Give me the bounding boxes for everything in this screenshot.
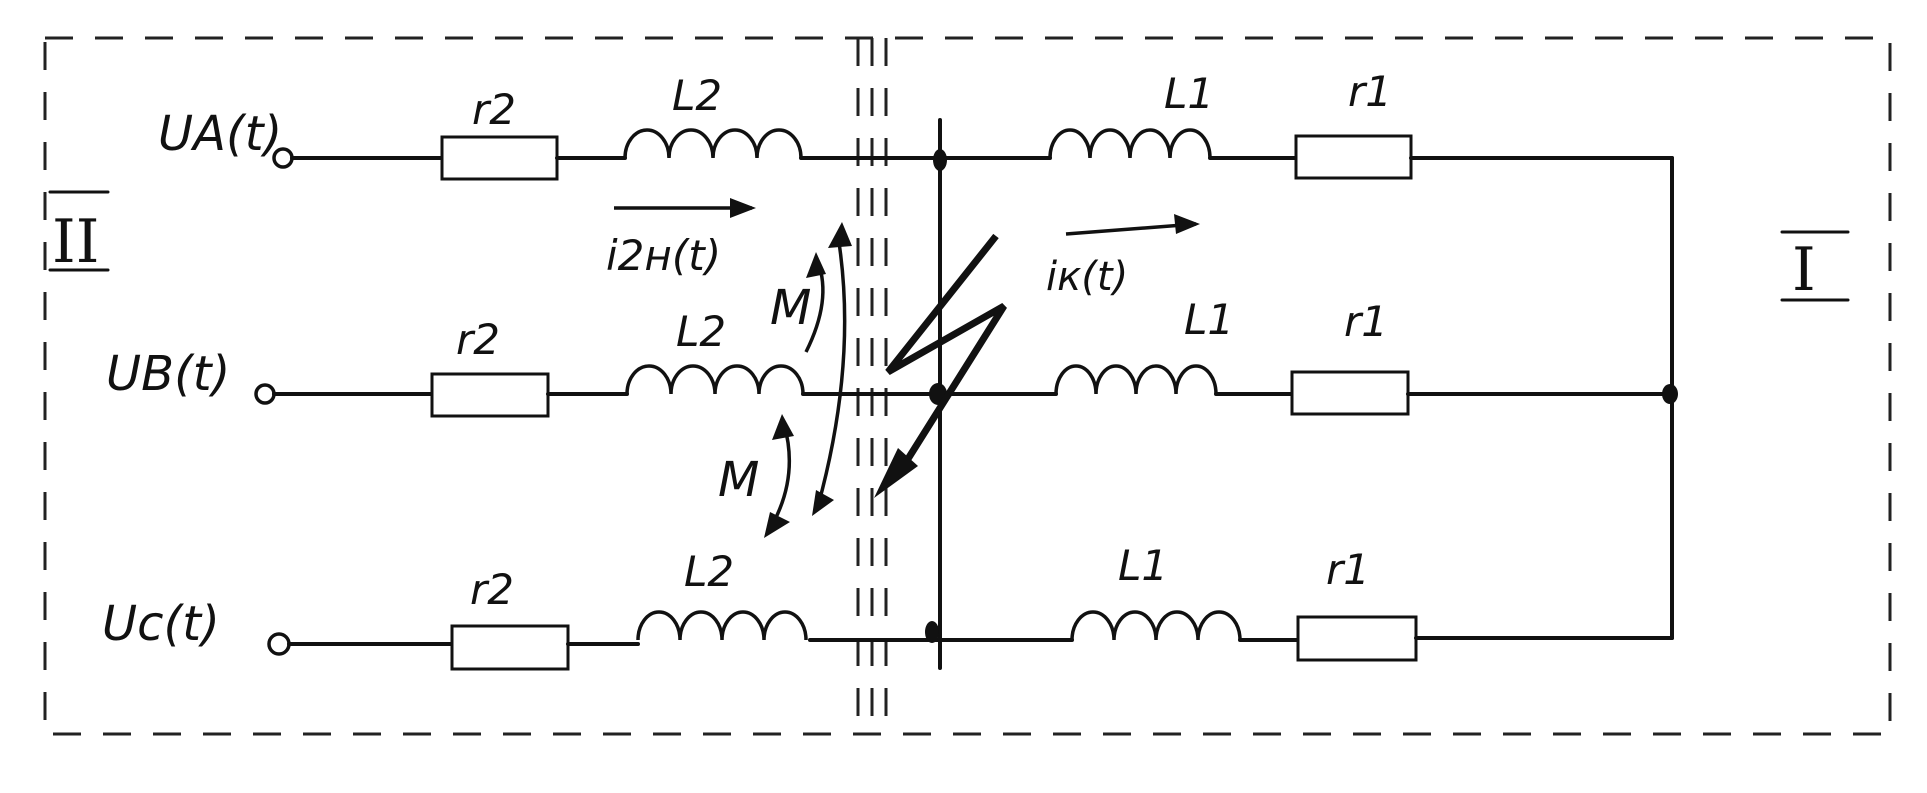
phase-c-l2[interactable] bbox=[636, 610, 808, 641]
phase-b-l2[interactable] bbox=[625, 364, 805, 395]
current-label-i2n: i2н(t) bbox=[606, 231, 721, 280]
label-l2-b: L2 bbox=[676, 307, 726, 356]
current-i2n-arrowhead bbox=[730, 198, 756, 218]
label-l1-a: L1 bbox=[1164, 69, 1214, 118]
mutual-arc-ab-head-bot bbox=[812, 490, 834, 516]
label-r2-c: r2 bbox=[470, 565, 514, 614]
mutual-inductance: M M bbox=[718, 222, 852, 538]
phase-b-terminal[interactable] bbox=[254, 383, 276, 405]
label-l2-a: L2 bbox=[672, 71, 722, 120]
label-r2-a: r2 bbox=[472, 85, 516, 134]
label-r1-c: r1 bbox=[1326, 545, 1370, 594]
zone-label-left: II bbox=[52, 207, 99, 277]
label-r2-b: r2 bbox=[456, 315, 500, 364]
phase-c-line bbox=[267, 610, 1674, 671]
fault-symbol bbox=[874, 233, 1007, 498]
zone-labels: II I bbox=[48, 190, 1850, 305]
mutual-label-bc: M bbox=[718, 452, 759, 508]
source-label-a: UA(t) bbox=[158, 106, 282, 162]
mutual-arc-ab-head-top2 bbox=[828, 222, 852, 248]
phase-a-line bbox=[272, 128, 1674, 181]
junction-nodes bbox=[925, 149, 1678, 643]
phase-a-r1[interactable] bbox=[1294, 134, 1413, 180]
current-arrows bbox=[614, 198, 1200, 236]
fault-lightning bbox=[885, 233, 1007, 480]
zone-boundaries bbox=[43, 36, 1892, 736]
mutual-arc-bc-head-top bbox=[772, 414, 794, 440]
phase-b-r1[interactable] bbox=[1290, 370, 1410, 416]
phase-c-terminal[interactable] bbox=[267, 632, 291, 656]
mutual-arc-ab-2 bbox=[816, 235, 847, 507]
label-r1-b: r1 bbox=[1344, 297, 1388, 346]
source-label-c: Uc(t) bbox=[102, 596, 220, 652]
current-ik-arrowhead bbox=[1174, 214, 1200, 234]
zone-label-right: I bbox=[1792, 235, 1816, 305]
label-l1-b: L1 bbox=[1184, 295, 1234, 344]
phase-a-l2[interactable] bbox=[623, 128, 803, 159]
outer-dashed-boundary bbox=[43, 36, 1892, 736]
mutual-label-ab: M bbox=[770, 280, 811, 336]
mutual-arc-bc-head-bot bbox=[764, 512, 790, 538]
phase-a-r2[interactable] bbox=[440, 135, 559, 181]
current-label-ik: iк(t) bbox=[1046, 254, 1128, 300]
phase-c-r1[interactable] bbox=[1296, 615, 1418, 662]
label-r1-a: r1 bbox=[1348, 67, 1392, 116]
phase-b-line bbox=[254, 364, 1674, 418]
node-neutral-b[interactable] bbox=[1662, 384, 1678, 404]
current-ik-arrow bbox=[1065, 222, 1197, 236]
node-fault-c[interactable] bbox=[925, 621, 939, 643]
node-fault-a[interactable] bbox=[933, 149, 947, 171]
mutual-arc-ab-head-top bbox=[806, 252, 826, 278]
phase-b-r2[interactable] bbox=[430, 372, 550, 418]
phase-b-l1[interactable] bbox=[1054, 364, 1218, 395]
phase-a-l1[interactable] bbox=[1048, 128, 1212, 159]
label-l1-c: L1 bbox=[1118, 541, 1168, 590]
label-l2-c: L2 bbox=[684, 547, 734, 596]
phase-c-r2[interactable] bbox=[450, 624, 570, 671]
source-label-b: UB(t) bbox=[106, 346, 230, 402]
phase-c-l1[interactable] bbox=[1070, 610, 1242, 641]
fault-arrowhead bbox=[874, 448, 918, 498]
